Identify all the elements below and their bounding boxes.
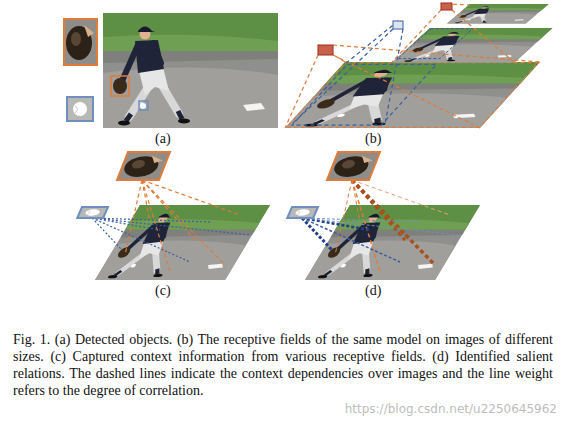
relation-panel-d: [287, 152, 480, 280]
watermark: https://blog.csdn.net/u2250645962: [344, 401, 558, 417]
multiscale-panel-b: [285, 3, 553, 128]
context-panel-c: [77, 152, 270, 280]
panel-label: (a): [155, 131, 171, 147]
photo-panel-a: [64, 13, 278, 128]
panel-label: (d): [365, 283, 381, 299]
panel-label: (b): [365, 131, 381, 147]
panel-label: (c): [155, 283, 171, 299]
figure-caption: Fig. 1. (a) Detected objects. (b) The re…: [13, 331, 553, 399]
